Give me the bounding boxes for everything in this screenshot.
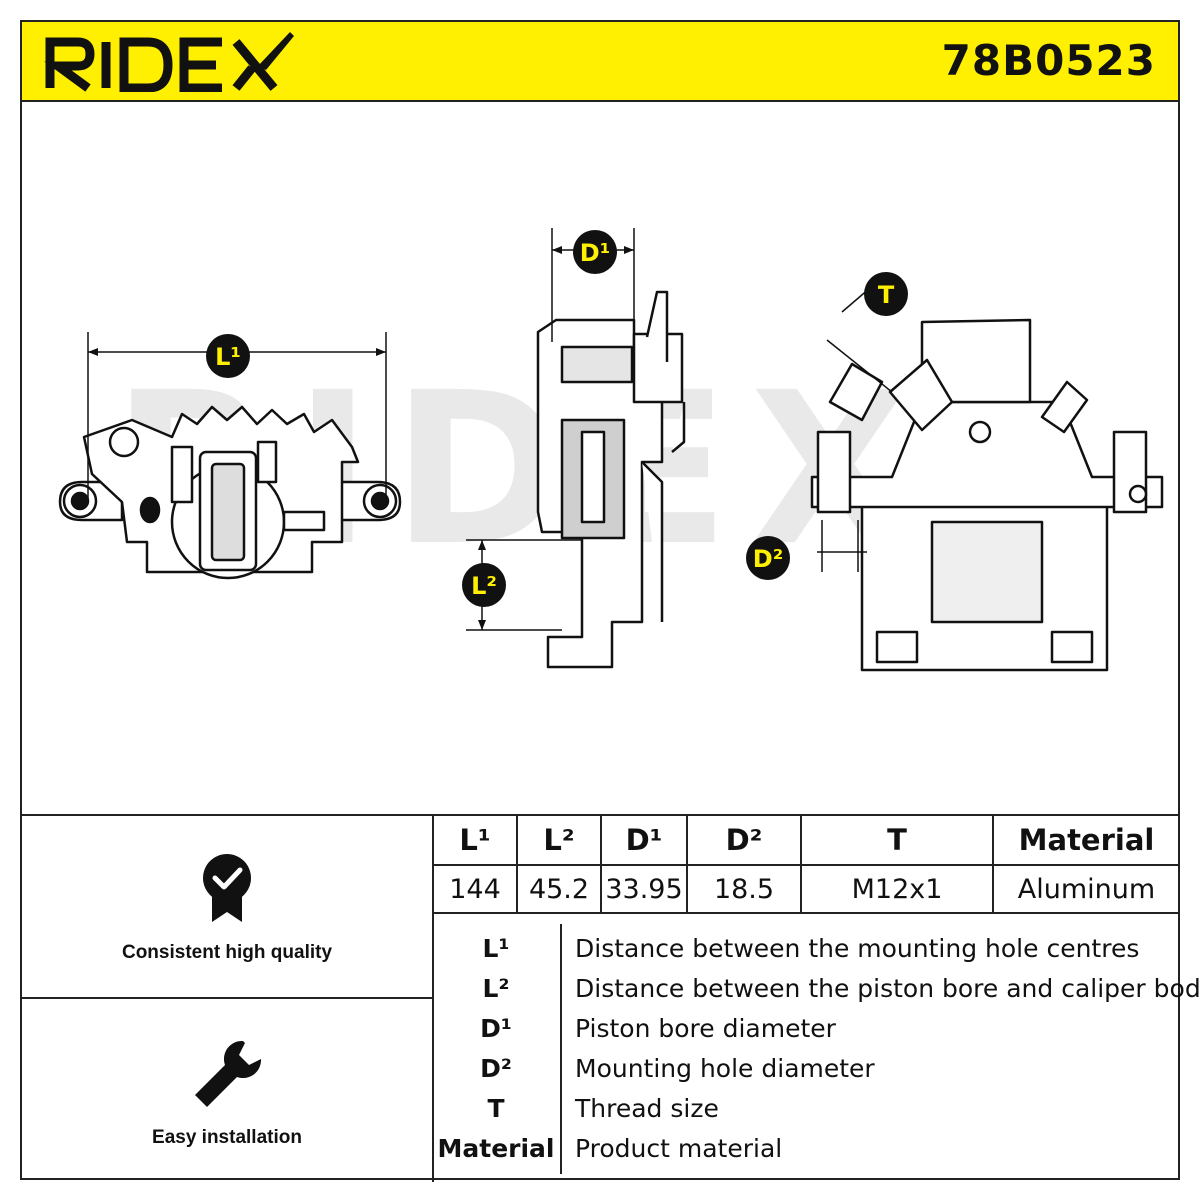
- spec-header-row: L¹ L² D¹ D² T Material: [432, 816, 1179, 866]
- label-d2: D²: [746, 536, 790, 580]
- spec-header-l1: L¹: [432, 816, 518, 866]
- wrench-icon: [195, 1040, 262, 1107]
- svg-text:T: T: [878, 281, 895, 309]
- brand-logo: [44, 30, 294, 97]
- legend-desc: Piston bore diameter: [575, 1014, 836, 1043]
- header-bar: 78B0523: [22, 22, 1178, 102]
- svg-text:L²: L²: [471, 572, 497, 600]
- legend-divider: [560, 924, 562, 1174]
- spec-header-d1: D¹: [600, 816, 688, 866]
- legend-row: L¹ Distance between the mounting hole ce…: [432, 930, 1178, 970]
- spec-value-material: Aluminum: [992, 864, 1179, 914]
- legend-row: Material Product material: [432, 1130, 1178, 1170]
- spec-header-t: T: [800, 816, 994, 866]
- spec-header-l2: L²: [516, 816, 602, 866]
- legend-row: L² Distance between the piston bore and …: [432, 970, 1200, 1010]
- legend-key: D¹: [480, 1014, 512, 1043]
- legend-desc: Product material: [575, 1134, 783, 1163]
- spec-header-d2: D²: [686, 816, 802, 866]
- svg-text:D¹: D¹: [580, 239, 610, 267]
- quality-badge-icon: [203, 854, 251, 922]
- legend-row: D¹ Piston bore diameter: [432, 1010, 1178, 1050]
- spec-table: L¹ L² D¹ D² T Material 144 45.2 33.95 18…: [432, 816, 1179, 914]
- legend-key: L¹: [482, 934, 510, 963]
- spec-value-row: 144 45.2 33.95 18.5 M12x1 Aluminum: [432, 864, 1179, 914]
- svg-text:D²: D²: [753, 545, 783, 573]
- label-t: T: [864, 272, 908, 316]
- legend-desc: Mounting hole diameter: [575, 1054, 875, 1083]
- label-d1: D¹: [573, 230, 617, 274]
- legend-desc: Thread size: [575, 1094, 719, 1123]
- spec-value-l2: 45.2: [516, 864, 602, 914]
- legend-key: L²: [482, 974, 510, 1003]
- product-sheet: 78B0523 RIDEX: [20, 20, 1200, 1182]
- legend-key: T: [487, 1094, 505, 1123]
- features-panel: Consistent high quality Easy installatio…: [22, 816, 434, 1182]
- caliper-front-view: [58, 405, 402, 580]
- feature-quality: Consistent high quality: [22, 816, 432, 999]
- legend: L¹ Distance between the mounting hole ce…: [432, 916, 1200, 1182]
- feature-label: Easy installation: [152, 1127, 302, 1148]
- technical-drawing: RIDEX: [22, 102, 1178, 814]
- label-l1: L¹: [206, 334, 250, 378]
- spec-value-l1: 144: [432, 864, 518, 914]
- caliper-side-view: [536, 290, 686, 669]
- spec-value-d2: 18.5: [686, 864, 802, 914]
- legend-key: Material: [437, 1134, 555, 1163]
- part-number: 78B0523: [941, 36, 1156, 85]
- caliper-drawing: RIDEX: [58, 228, 1164, 672]
- feature-label: Consistent high quality: [121, 942, 333, 963]
- legend-key: D²: [480, 1054, 512, 1083]
- label-l2: L²: [462, 563, 506, 607]
- spec-value-d1: 33.95: [600, 864, 688, 914]
- svg-text:L¹: L¹: [215, 343, 241, 371]
- legend-row: T Thread size: [432, 1090, 1178, 1130]
- legend-desc: Distance between the mounting hole centr…: [575, 934, 1140, 963]
- spec-header-material: Material: [992, 816, 1179, 866]
- ridex-logo-icon: [44, 32, 294, 93]
- legend-desc: Distance between the piston bore and cal…: [575, 974, 1200, 1003]
- dimension-lines: [87, 228, 893, 631]
- spec-value-t: M12x1: [800, 864, 994, 914]
- info-area: Consistent high quality Easy installatio…: [22, 814, 1200, 1182]
- caliper-rear-view: [810, 318, 1164, 672]
- feature-installation: Easy installation: [22, 999, 432, 1182]
- legend-row: D² Mounting hole diameter: [432, 1050, 1178, 1090]
